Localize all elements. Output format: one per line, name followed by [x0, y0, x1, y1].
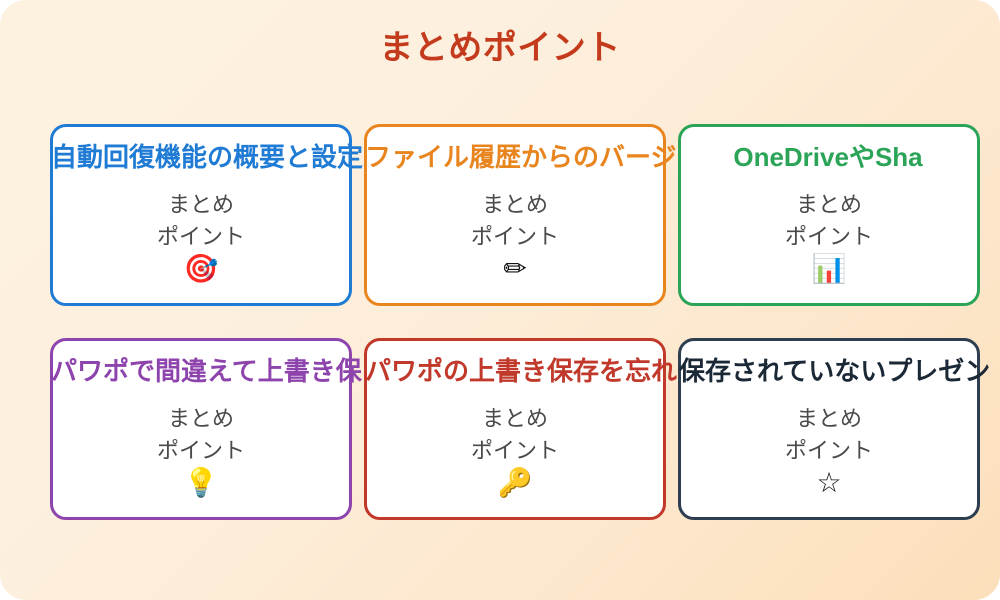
summary-card[interactable]: 自動回復機能の概要と設定 まとめ ポイント 🎯: [50, 124, 364, 306]
summary-card[interactable]: OneDriveやSha まとめ ポイント 📊: [678, 124, 980, 306]
summary-card-body: まとめ ポイント: [784, 406, 873, 463]
summary-card-body: まとめ ポイント: [156, 406, 245, 463]
summary-card-body: まとめ ポイント: [470, 406, 559, 463]
pencil-icon: ✏: [503, 252, 527, 285]
summary-card[interactable]: パワポで間違えて上書き保 まとめ ポイント 💡: [50, 338, 362, 520]
summary-card-body: まとめ ポイント: [470, 192, 559, 249]
summary-card-title: ファイル履歴からのバージ: [365, 142, 677, 172]
summary-card[interactable]: 保存されていないプレゼン まとめ ポイント ☆: [678, 338, 991, 520]
summary-card-title: OneDriveやSha: [733, 142, 923, 172]
summary-card-title: パワポで間違えて上書き保: [51, 356, 362, 386]
page-title: まとめポイント: [379, 29, 621, 67]
summary-card-title: パワポの上書き保存を忘れ: [365, 356, 678, 386]
summary-card-title: 保存されていないプレゼン: [679, 356, 991, 386]
summary-card-body: まとめ ポイント: [784, 192, 873, 249]
dart-target-icon: 🎯: [183, 252, 219, 285]
summary-card[interactable]: ファイル履歴からのバージ まとめ ポイント ✏: [364, 124, 677, 306]
summary-card[interactable]: パワポの上書き保存を忘れ まとめ ポイント 🔑: [364, 338, 678, 520]
star-icon: ☆: [816, 466, 842, 499]
light-bulb-icon: 💡: [183, 466, 219, 499]
key-icon: 🔑: [497, 466, 533, 499]
summary-card-title: 自動回復機能の概要と設定: [51, 142, 364, 172]
summary-card-body: まとめ ポイント: [156, 192, 245, 249]
bar-chart-icon: 📊: [811, 252, 847, 285]
summary-card-grid: 自動回復機能の概要と設定 まとめ ポイント 🎯 ファイル履歴からのバージ まとめ…: [50, 124, 990, 520]
